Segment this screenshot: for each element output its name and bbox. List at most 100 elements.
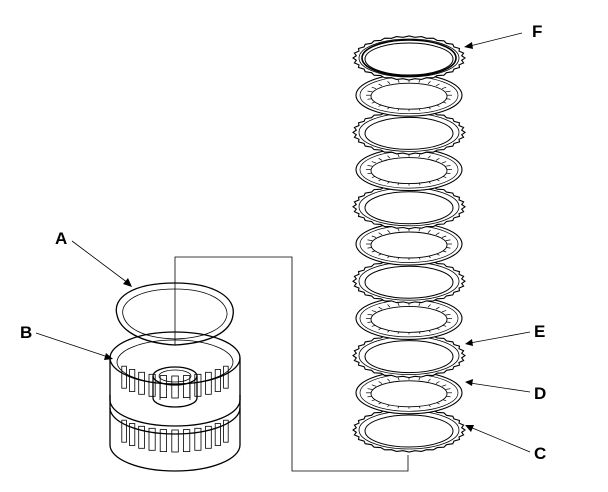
drum-slot xyxy=(194,427,202,451)
drum-slot xyxy=(223,419,229,443)
disc-inner-tooth xyxy=(427,81,431,85)
disc-inner-tooth xyxy=(387,81,391,85)
plate-bore xyxy=(364,42,454,76)
disc-bore xyxy=(370,157,448,185)
disc-inner-tooth xyxy=(441,235,447,238)
leader-d xyxy=(469,382,531,393)
drum-slot xyxy=(121,365,127,389)
drum-slot xyxy=(129,369,136,392)
friction-disc xyxy=(355,73,463,117)
drum-slot xyxy=(194,373,202,397)
drum-slot xyxy=(182,375,191,399)
disc-inner-tooth xyxy=(427,229,431,233)
plate-bore xyxy=(364,340,454,374)
drum-slot xyxy=(138,371,145,395)
clutch-plate xyxy=(352,184,466,230)
disc-inner-tooth xyxy=(441,86,447,90)
disc-inner-tooth xyxy=(378,157,383,161)
disc-inner-tooth xyxy=(378,83,383,87)
drum-slots-lower xyxy=(121,419,229,453)
disc-inner-tooth xyxy=(441,384,447,387)
leader-e xyxy=(469,331,531,344)
disc-inner-tooth xyxy=(371,310,377,313)
arrowhead-c xyxy=(465,425,474,432)
drum-slot xyxy=(159,375,167,399)
disc-inner-tooth xyxy=(367,90,373,93)
drum-slot xyxy=(138,425,145,449)
clutch-plate xyxy=(352,109,466,155)
disc-inner-tooth xyxy=(441,310,447,313)
connector-bracket xyxy=(174,256,409,472)
disc-inner-tooth xyxy=(367,388,373,390)
friction-disc xyxy=(355,148,463,192)
disc-inner-tooth xyxy=(371,384,377,387)
disc-inner-tooth xyxy=(435,83,440,87)
plate-bore xyxy=(364,265,454,299)
disc-inner-tooth xyxy=(378,232,383,236)
disc-inner-tooth xyxy=(387,304,391,308)
disc-inner-tooth xyxy=(445,165,451,167)
disc-inner-tooth xyxy=(418,79,421,83)
disc-inner-tooth xyxy=(445,239,451,241)
drum-slot xyxy=(121,419,127,443)
disc-bore xyxy=(370,305,448,333)
disc-inner-tooth xyxy=(367,239,373,241)
disc-inner-tooth xyxy=(418,377,421,381)
disc-bore xyxy=(370,380,448,408)
leader-a xyxy=(71,240,129,284)
drum-slot xyxy=(205,425,212,449)
clutch-plate xyxy=(352,333,466,379)
disc-bore xyxy=(370,82,448,110)
friction-disc xyxy=(355,222,463,266)
plate-bore xyxy=(364,191,454,225)
disc-inner-tooth xyxy=(445,388,451,390)
disc-inner-tooth xyxy=(397,302,400,306)
drum-slot xyxy=(205,371,212,395)
clutch-drum xyxy=(109,331,241,472)
drum-slots-upper xyxy=(121,365,229,399)
snap-ring xyxy=(115,282,234,346)
plate-face xyxy=(358,38,460,78)
drum-slot xyxy=(148,427,156,451)
disc-inner-tooth xyxy=(418,302,421,306)
clutch-plate xyxy=(352,35,466,81)
callout-a: A xyxy=(55,229,67,248)
friction-disc xyxy=(355,296,463,340)
disc-inner-tooth xyxy=(387,378,391,382)
disc-inner-tooth xyxy=(387,155,391,159)
disc-inner-tooth xyxy=(427,304,431,308)
leader-b xyxy=(35,332,109,358)
disc-inner-tooth xyxy=(371,235,377,238)
drum-slot xyxy=(159,429,167,453)
drum-slot xyxy=(171,429,179,453)
clutch-plate xyxy=(352,258,466,304)
drum-slot xyxy=(214,423,221,446)
disc-inner-tooth xyxy=(435,306,440,310)
disc-inner-tooth xyxy=(371,86,377,90)
arrowhead-e xyxy=(465,339,473,346)
disc-inner-tooth xyxy=(435,232,440,236)
disc-inner-tooth xyxy=(367,313,373,316)
disc-inner-tooth xyxy=(397,153,400,158)
callout-d: D xyxy=(534,384,546,403)
disc-inner-tooth xyxy=(397,79,400,83)
clutch-plate xyxy=(352,407,466,453)
drum-slot xyxy=(214,369,221,392)
disc-inner-tooth xyxy=(445,313,451,316)
disc-inner-tooth xyxy=(387,229,391,233)
disc-inner-tooth xyxy=(378,306,383,310)
disc-inner-tooth xyxy=(435,157,440,161)
drum-slot xyxy=(171,375,179,399)
callout-c: C xyxy=(534,444,546,463)
plate-bore xyxy=(364,414,454,448)
drum-slot xyxy=(148,373,156,397)
callout-e: E xyxy=(534,322,545,341)
leader-f xyxy=(469,32,523,47)
disc-inner-tooth xyxy=(427,155,431,159)
disc-inner-tooth xyxy=(371,161,377,164)
arrowhead-f xyxy=(464,42,473,49)
friction-disc xyxy=(355,371,463,415)
arrowhead-a xyxy=(123,278,132,287)
callout-b: B xyxy=(20,323,32,342)
